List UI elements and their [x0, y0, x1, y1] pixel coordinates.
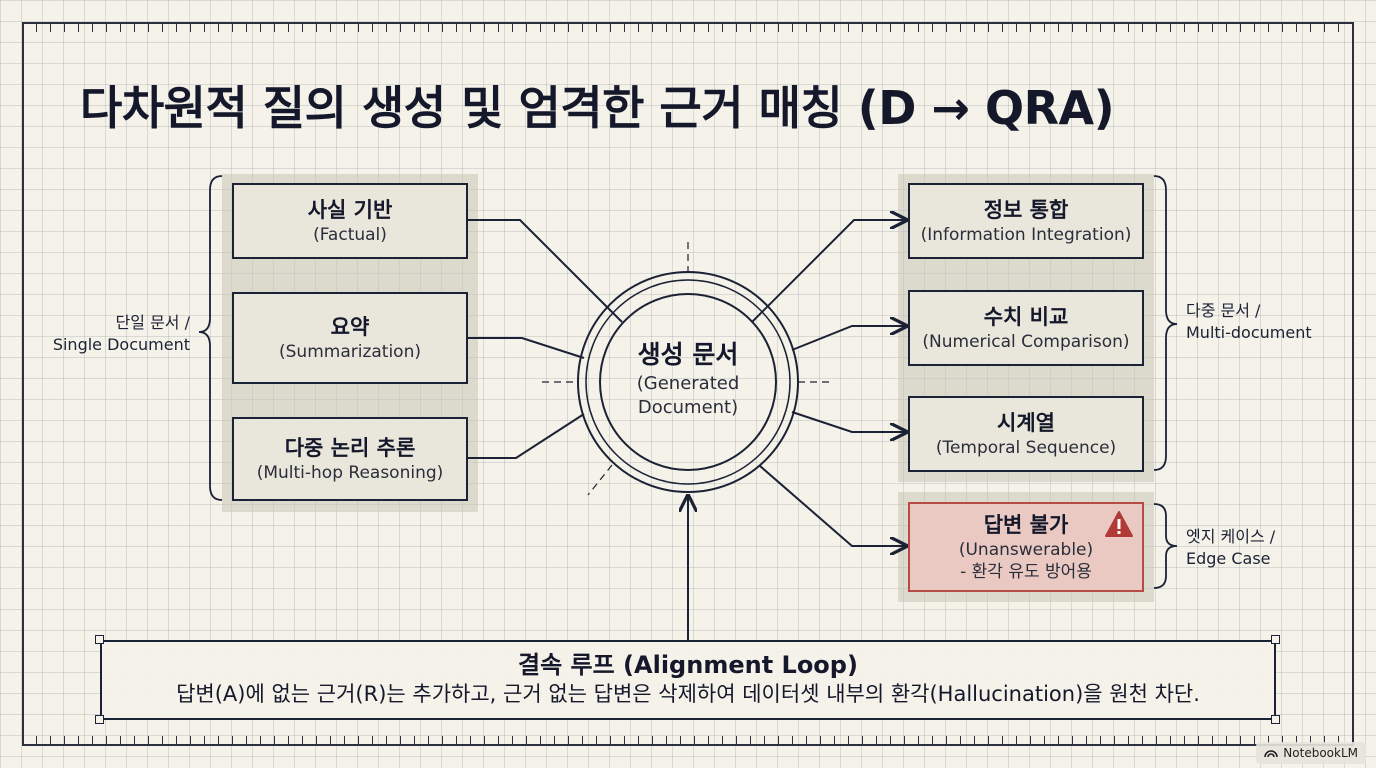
box-temporal-en: (Temporal Sequence): [935, 437, 1117, 458]
notebooklm-logo-icon: [1264, 750, 1279, 758]
box-integration-en: (Information Integration): [920, 224, 1132, 245]
label-edge-case-en: Edge Case: [1186, 549, 1271, 568]
box-factual: 사실 기반 (Factual): [232, 183, 468, 259]
box-factual-ko: 사실 기반: [307, 197, 393, 222]
label-edge-case: 엣지 케이스 / Edge Case: [1186, 526, 1275, 570]
box-integration: 정보 통합 (Information Integration): [908, 183, 1144, 259]
center-circle-inner: [599, 293, 777, 471]
label-single-document-en: Single Document: [52, 335, 190, 354]
arrow-integration: [751, 220, 906, 323]
box-temporal-ko: 시계열: [997, 410, 1055, 435]
left-brace: [198, 175, 223, 501]
label-single-document: 단일 문서 / Single Document: [40, 312, 190, 356]
notebooklm-label: NotebookLM: [1283, 746, 1358, 760]
center-en-line1: (Generated: [636, 373, 740, 394]
box-unanswerable-en: (Unanswerable): [958, 539, 1094, 560]
notebooklm-badge: NotebookLM: [1256, 742, 1366, 764]
box-summarization-ko: 요약: [330, 314, 370, 339]
edge-brace: [1153, 503, 1178, 589]
box-unanswerable-note: - 환각 유도 방어용: [960, 561, 1092, 582]
top-ruler: [22, 22, 1354, 32]
box-multihop-ko: 다중 논리 추론: [284, 435, 416, 460]
box-integration-ko: 정보 통합: [983, 197, 1069, 222]
loop-corner-handle: [95, 715, 104, 724]
center-circle-middle: [585, 279, 791, 485]
box-multihop: 다중 논리 추론 (Multi-hop Reasoning): [232, 417, 468, 501]
box-multihop-en: (Multi-hop Reasoning): [256, 462, 444, 483]
line-summarization: [466, 337, 585, 359]
box-summarization: 요약 (Summarization): [232, 292, 468, 384]
label-multi-document-en: Multi-document: [1186, 323, 1312, 342]
box-temporal: 시계열 (Temporal Sequence): [908, 396, 1144, 472]
arrow-temporal: [791, 411, 906, 432]
box-summarization-en: (Summarization): [279, 341, 421, 362]
arrow-unanswerable: [759, 465, 906, 546]
label-edge-case-ko: 엣지 케이스 /: [1186, 527, 1276, 546]
loop-corner-handle: [95, 635, 104, 644]
loop-corner-handle: [1271, 715, 1280, 724]
box-unanswerable-ko: 답변 불가: [983, 512, 1069, 537]
label-single-document-ko: 단일 문서 /: [115, 313, 190, 332]
loop-corner-handle: [1271, 635, 1280, 644]
alignment-loop-desc: 답변(A)에 없는 근거(R)는 추가하고, 근거 없는 답변은 삭제하여 데이…: [176, 682, 1200, 706]
alignment-loop-box: 결속 루프 (Alignment Loop) 답변(A)에 없는 근거(R)는 …: [100, 640, 1276, 720]
label-multi-document: 다중 문서 / Multi-document: [1186, 300, 1312, 344]
center-ko: 생성 문서: [637, 340, 739, 369]
blueprint-frame: [22, 22, 1354, 746]
bottom-ruler: [22, 736, 1354, 746]
line-multihop: [466, 413, 585, 459]
box-numerical: 수치 비교 (Numerical Comparison): [908, 290, 1144, 366]
page-title: 다차원적 질의 생성 및 엄격한 근거 매칭 (D → QRA): [80, 81, 1115, 135]
alignment-loop-title: 결속 루프 (Alignment Loop): [518, 651, 858, 679]
box-factual-en: (Factual): [313, 224, 387, 245]
arrow-numerical: [791, 326, 906, 351]
center-en-line2: Document): [637, 397, 739, 418]
center-generated-document: 생성 문서 (Generated Document): [598, 338, 778, 420]
label-multi-document-ko: 다중 문서 /: [1186, 301, 1261, 320]
right-brace: [1153, 175, 1178, 471]
box-unanswerable: 답변 불가 (Unanswerable) - 환각 유도 방어용: [908, 502, 1144, 592]
box-numerical-en: (Numerical Comparison): [922, 331, 1130, 352]
box-numerical-ko: 수치 비교: [983, 304, 1069, 329]
warning-icon: [1105, 511, 1133, 537]
line-factual: [466, 219, 623, 323]
